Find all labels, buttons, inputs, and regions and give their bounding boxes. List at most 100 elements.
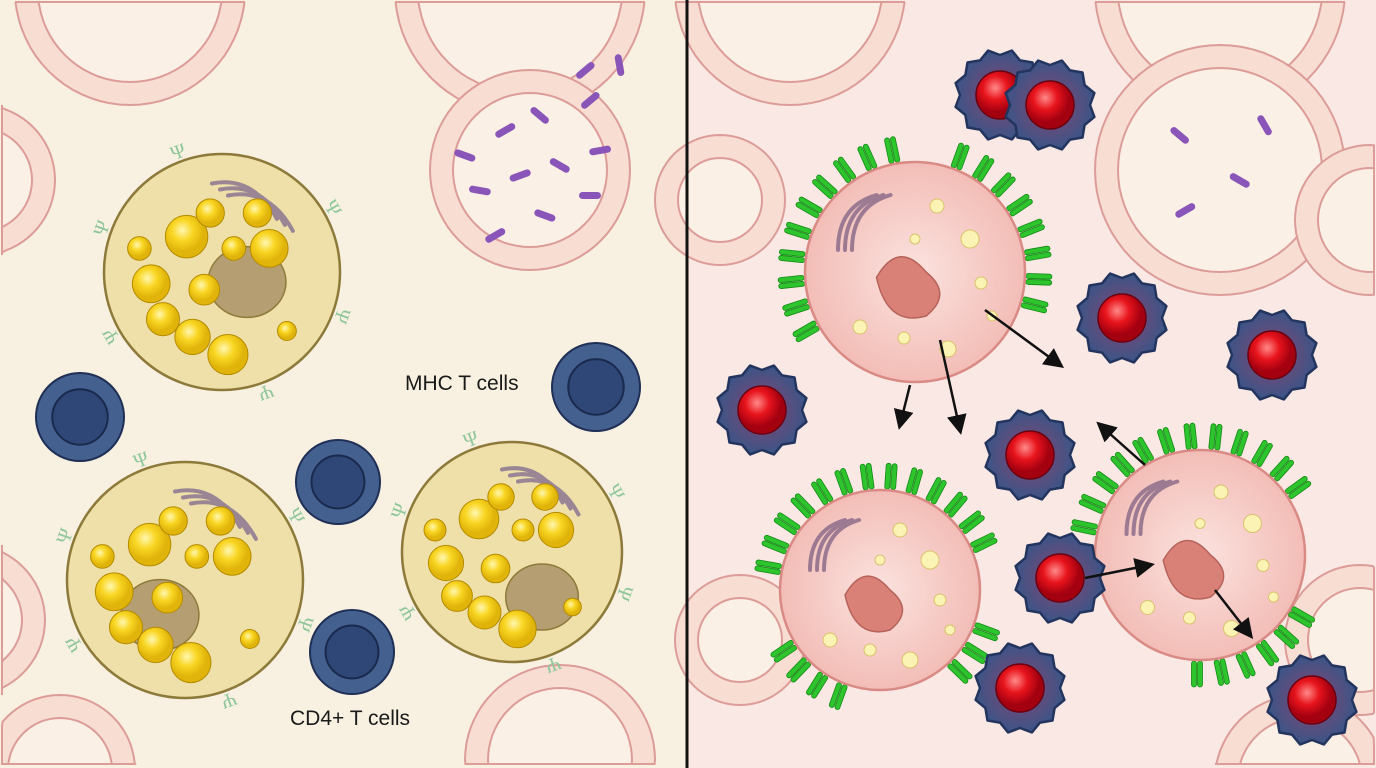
- t-cell-nucleus: [51, 388, 109, 446]
- granule: [276, 321, 297, 341]
- blood-vessel: [0, 693, 137, 765]
- golgi-apparatus: [1131, 479, 1173, 536]
- vesicle: [1223, 620, 1240, 637]
- vessel-lumen: [7, 716, 113, 765]
- bacterium: [1175, 203, 1196, 218]
- vesicle: [974, 276, 988, 290]
- granule: [239, 629, 260, 649]
- bacterium: [534, 209, 556, 222]
- receptor: [1191, 660, 1197, 688]
- vesicle: [822, 632, 838, 648]
- arrow: [984, 308, 1065, 368]
- bacterium: [1229, 173, 1250, 188]
- blood-vessel: [1293, 143, 1375, 297]
- golgi-apparatus: [822, 518, 861, 572]
- granule: [511, 518, 535, 542]
- vesicle: [863, 643, 877, 657]
- vessel-lumen: [37, 1, 223, 84]
- t-cell-nucleus: [324, 624, 380, 680]
- granule: [174, 318, 211, 356]
- granule: [221, 236, 247, 261]
- arrow: [893, 384, 914, 430]
- vesicle: [1183, 611, 1196, 625]
- granule: [170, 642, 212, 684]
- golgi-apparatus: [173, 488, 242, 529]
- blood-vessel: [14, 0, 246, 107]
- t-cell-nucleus: [1247, 330, 1297, 380]
- infected-cell: [1067, 422, 1316, 688]
- granule: [127, 522, 172, 567]
- golgi-apparatus: [210, 180, 279, 221]
- granule: [90, 544, 115, 569]
- granule: [131, 264, 171, 304]
- arrow: [1214, 589, 1254, 639]
- golgi-apparatus: [189, 500, 258, 541]
- bacterium: [454, 149, 476, 162]
- blood-vessel: [674, 1, 906, 107]
- t-cell-nucleus: [1097, 293, 1147, 343]
- bacterium: [576, 62, 595, 79]
- cytotoxic-t-cell: [1014, 532, 1106, 624]
- bacterium: [509, 169, 531, 182]
- vesicle: [909, 233, 921, 245]
- granule: [94, 572, 134, 612]
- granule: [487, 483, 515, 511]
- bacterium: [1257, 115, 1272, 136]
- granule: [207, 334, 249, 376]
- vessel-lumen: [1316, 166, 1375, 274]
- granule: [145, 302, 181, 337]
- bacterium: [495, 123, 516, 138]
- golgi-apparatus: [181, 494, 250, 535]
- bacterium: [485, 228, 506, 243]
- vesicle: [1268, 591, 1279, 603]
- golgi-apparatus: [226, 192, 295, 233]
- golgi-apparatus: [1124, 479, 1166, 536]
- vesicle: [929, 198, 945, 214]
- t-cell-nucleus: [1035, 553, 1085, 603]
- granule: [458, 498, 500, 540]
- cytotoxic-t-cell: [984, 409, 1076, 501]
- granule: [423, 518, 447, 542]
- t-cell-nucleus: [1025, 80, 1075, 130]
- vessel-lumen: [1116, 66, 1324, 274]
- t-cell-nucleus: [567, 358, 625, 416]
- granule: [151, 581, 184, 614]
- vessel-lumen: [697, 1, 883, 84]
- granule: [212, 537, 252, 576]
- granule: [137, 626, 174, 664]
- t-cell-nucleus: [995, 663, 1045, 713]
- granule: [467, 595, 502, 630]
- granule: [249, 229, 289, 268]
- golgi-apparatus: [850, 193, 893, 252]
- cd4-t-cell: [551, 342, 641, 432]
- granule: [242, 198, 273, 228]
- granule: [537, 511, 575, 549]
- t-cell-nucleus: [1287, 675, 1337, 725]
- vessel-lumen: [451, 91, 609, 249]
- blood-vessel: [1, 105, 57, 255]
- bacterium: [1170, 127, 1189, 144]
- vesicle: [1243, 514, 1262, 533]
- t-cell-nucleus: [737, 385, 787, 435]
- cytotoxic-t-cell: [1226, 309, 1318, 401]
- granule: [184, 544, 210, 569]
- bacterium: [579, 192, 601, 199]
- cd4-t-cell: [295, 439, 381, 525]
- golgi-apparatus: [808, 518, 847, 572]
- infected-cell: [754, 462, 1000, 710]
- blood-vessel: [1093, 43, 1347, 297]
- granule: [563, 597, 582, 617]
- blood-vessel: [463, 663, 657, 765]
- vesicle: [874, 554, 886, 566]
- bacterium: [589, 145, 611, 156]
- cd4-t-cell: [35, 372, 125, 462]
- vesicle: [852, 319, 868, 335]
- vesicle: [1140, 600, 1155, 615]
- blood-vessel: [673, 573, 807, 707]
- nucleus: [844, 575, 904, 633]
- granule: [427, 544, 465, 582]
